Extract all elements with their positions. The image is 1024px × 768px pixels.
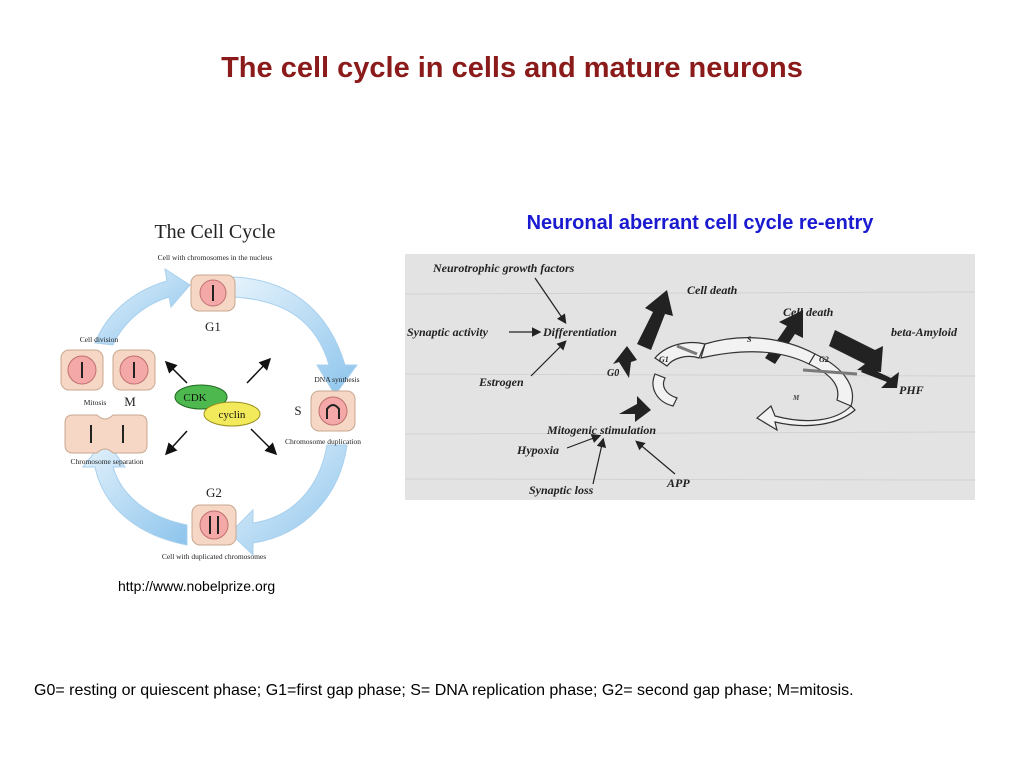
cell-division-label: Cell division <box>80 335 119 344</box>
differentiation-label: Differentiation <box>542 325 617 339</box>
dna-synthesis-label: DNA synthesis <box>314 375 359 384</box>
mitogenic-label: Mitogenic stimulation <box>546 423 656 437</box>
g2-label: G2 <box>206 485 222 500</box>
arrow-synaptic-loss <box>592 437 607 485</box>
estrogen-label: Estrogen <box>478 375 524 389</box>
cycle-g2-label: G2 <box>819 355 829 364</box>
s-label: S <box>294 403 301 418</box>
arrow-neurotrophic <box>534 277 567 324</box>
cycle-s-label: S <box>747 335 752 344</box>
g0-label: G0 <box>607 368 619 379</box>
hypoxia-label: Hypoxia <box>516 443 559 457</box>
separating-cell <box>64 414 148 454</box>
cell-death-arrow-1 <box>637 290 673 350</box>
chromosome-separation-label: Chromosome separation <box>70 457 143 466</box>
arrow-app <box>635 440 676 475</box>
neurotrophic-label: Neurotrophic growth factors <box>432 261 575 275</box>
cell-death-label-1: Cell death <box>687 283 738 297</box>
right-title: Neuronal aberrant cell cycle re-entry <box>526 212 874 234</box>
center-arrow-nw <box>164 360 188 384</box>
caption-text: G0= resting or quiescent phase; G1=first… <box>34 682 854 699</box>
cycle-arrow-top-left <box>94 267 191 346</box>
beta-amyloid-arrow <box>829 330 883 372</box>
cycle-arrow-bottom-right <box>229 444 348 557</box>
source-url: http://www.nobelprize.org <box>118 578 276 594</box>
cell-cycle-diagram: The Cell Cycle Cell with chromosomes in … <box>55 205 380 570</box>
g1-arc <box>654 341 706 367</box>
app-label: APP <box>666 476 690 490</box>
g1-label: G1 <box>205 319 221 334</box>
synaptic-activity-label: Synaptic activity <box>407 325 489 339</box>
center-arrow-ne <box>246 357 272 384</box>
cell-cycle-heading: The Cell Cycle <box>154 221 275 243</box>
top-note: Cell with chromosomes in the nucleus <box>158 253 273 262</box>
m-arc <box>755 404 856 432</box>
cdk-label: CDK <box>183 392 206 404</box>
g0-arrow <box>613 346 637 378</box>
m-label: M <box>124 394 136 409</box>
synaptic-loss-label: Synaptic loss <box>529 483 594 497</box>
g2-marker <box>802 368 858 376</box>
cycle-g1-label: G1 <box>659 355 669 364</box>
phf-arrow <box>861 366 899 388</box>
beta-amyloid-label: beta-Amyloid <box>891 325 958 339</box>
g1-marker <box>676 344 698 356</box>
mitogenic-arrow <box>619 396 651 422</box>
phf-label: PHF <box>899 383 924 397</box>
bottom-note: Cell with duplicated chromosomes <box>162 552 266 561</box>
neuronal-reentry-diagram: Neurotrophic growth factors Cell death C… <box>404 254 976 500</box>
mitosis-label: Mitosis <box>84 398 107 407</box>
cyclin-shape <box>203 401 261 427</box>
cycle-m-label: M <box>792 394 800 402</box>
slide-title: The cell cycle in cells and mature neuro… <box>221 52 803 84</box>
arrow-hypoxia <box>566 434 602 449</box>
chromosome-duplication-label: Chromosome duplication <box>285 437 361 446</box>
cdk-shape <box>174 384 228 410</box>
center-arrow-sw <box>164 430 188 456</box>
cyclin-label: cyclin <box>219 409 246 421</box>
center-arrow-se <box>250 428 278 456</box>
cycle-arrow-bottom-left <box>81 438 188 546</box>
g0-curl <box>652 373 678 407</box>
arrow-estrogen <box>530 340 567 377</box>
